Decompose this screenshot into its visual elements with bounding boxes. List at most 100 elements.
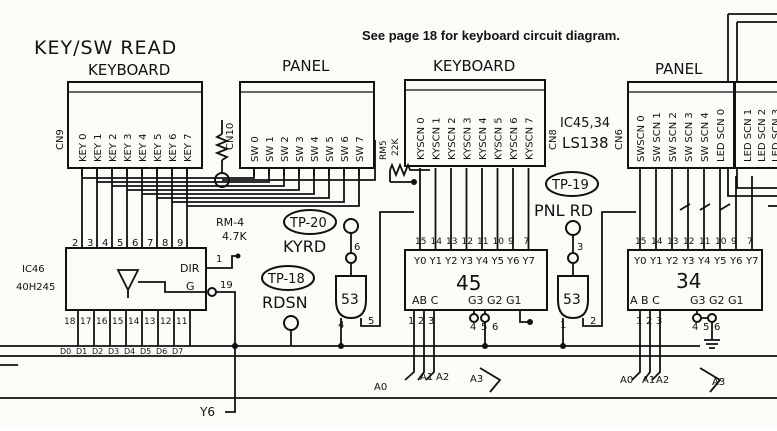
connector-group-label-keyboard-2: KEYBOARD [433,57,515,75]
ic45-number: 45 [456,271,481,295]
bus-label-a2-b: A2 [656,375,669,386]
decoder-select-pin-number: 2 [418,316,424,327]
connector-pin-label: KYSCN 1 [432,117,443,160]
page-reference-note: See page 18 for keyboard circuit diagram… [362,28,620,43]
connector-pin-label: KEY 0 [78,133,89,162]
decoder-output-label: Y0 [633,256,646,267]
decoder-select-pin-number: 1 [408,316,414,327]
test-point-signal: PNL RD [534,201,593,220]
data-line-label: D5 [140,347,151,356]
ic46-top-pin-number: 3 [87,238,93,249]
ic46-ref: IC46 [22,264,45,275]
connector-pin-label: SW 1 [265,136,276,162]
connector-led-scan [734,81,777,169]
bus-label-a0: A0 [374,382,387,393]
connector-pin-label: KYSCN 0 [416,117,427,160]
decoder-top-pin-number: 13 [667,237,678,247]
ic46-top-pin-number: 9 [177,238,183,249]
decoder-output-label: Y1 [649,256,662,267]
test-point-label: TP-19 [551,178,589,193]
decoder-top-pin-number: 14 [431,237,443,247]
y6-label: Y6 [199,405,215,419]
connector-group-label-panel-1: PANEL [282,57,330,75]
data-line-label: D6 [156,347,167,356]
gate-number: 53 [563,292,581,308]
ic46-bottom-pin-number: 18 [64,317,76,327]
decoder-top-pin-number: 14 [651,237,663,247]
ic46-bottom-pin-number: 14 [128,317,140,327]
connector-pin-label: SW 4 [310,136,321,162]
decoder-select-pin-number: 3 [428,316,434,327]
ic46-bottom-pin-number: 11 [176,317,187,327]
ic46-top-pin-number: 2 [72,238,78,249]
decoder-enable-pin-number: 5 [703,322,709,333]
connector-pin-label: SW SCN 4 [700,112,711,162]
decoder-top-pin-number: 12 [462,237,473,247]
ic46-g-pin: 19 [220,280,233,291]
data-line-label: D1 [76,347,87,356]
connector-pin-label: SW SCN 1 [652,112,663,162]
decoder-output-label: Y7 [745,256,758,267]
ic46-part: 40H245 [16,282,55,293]
connector-pin-label: LED SCN 0 [716,109,727,162]
decoder-output-label: Y2 [665,256,678,267]
decoder-output-label: Y3 [460,256,473,267]
decoder-output-label: Y6 [506,256,519,267]
connector-pin-label: SW 6 [340,136,351,162]
ic46-top-pin-number: 7 [147,238,153,249]
decoder-top-pin-number: 11 [477,237,488,247]
gate-in-pin-b: 2 [590,316,596,327]
ic-ref-label: IC45,34 [560,116,610,131]
connector-cn-label: CN10 [225,123,236,150]
connector-pin-label: KYSCN 5 [494,117,505,160]
decoder-output-label: Y3 [681,256,694,267]
bus-label-a3-b: A3 [712,377,725,388]
test-point-signal: RDSN [262,293,308,312]
connector-pin-label: KYSCN 6 [509,117,520,160]
connector-pin-label: SW SCN 2 [668,112,679,162]
test-point-label: TP-20 [289,216,327,231]
ic46-top-pin-number: 8 [162,238,168,249]
connector-pin-label: KYSCN 4 [478,117,489,160]
bus-label-a3: A3 [470,374,483,385]
gate-in-pin-b: 5 [368,316,374,327]
decoder-top-pin-number: 11 [699,237,710,247]
bus-label-a1-b: A1 [642,375,655,386]
ic46-bottom-pin-number: 13 [144,317,155,327]
decoder-output-label: Y4 [475,256,488,267]
connector-pin-label: KEY 6 [168,133,179,162]
ic-part-label: LS138 [562,134,609,152]
ic45-decoder: 45 AB C G3 G2 G1 [404,249,548,311]
gate-out-pin: 6 [354,242,360,253]
ic46-g-label: G [186,280,195,293]
connector-pin-label: SW SCN 3 [684,112,695,162]
ic46-bottom-pin-number: 12 [160,317,171,327]
bus-label-a0-b: A0 [620,375,633,386]
connector-pin-label: SW 3 [295,136,306,162]
ic34-number: 34 [676,269,701,293]
decoder-output-label: Y1 [429,256,442,267]
decoder-output-label: Y4 [697,256,710,267]
nand-gate-1: 53 6 4 5 [335,211,414,346]
connector-pin-label: KEY 2 [108,133,119,162]
decoder-top-pin-number: 10 [493,237,505,247]
decoder-top-pin-number: 9 [731,237,737,247]
decoder-top-pin-number: 10 [715,237,727,247]
test-point-tp19: TP-19 PNL RD [534,171,599,220]
connector-pin-label: LED SCN 2 [757,109,768,162]
decoder-top-pin-number: 12 [683,237,694,247]
connector-cn-label: CN8 [548,129,559,150]
data-line-label: D4 [124,347,135,356]
bus-label-a2: A2 [436,372,449,383]
connector-pin-label: SWSCN 0 [636,115,647,162]
decoder-enable-pin-number: 4 [470,322,476,333]
resistor-ref: RM5 [379,140,389,160]
data-line-label: D2 [92,347,103,356]
test-point-tp18: TP-18 RDSN [261,265,315,346]
ic46-bottom-pin-number: 15 [112,317,123,327]
decoder-top-pin-number: 7 [524,237,530,247]
nand-gate-2: 53 3 1 2 [557,211,636,346]
decoder-top-pin-number: 9 [508,237,514,247]
connector-pin-label: SW 5 [325,136,336,162]
connector-cn-label: CN6 [614,129,625,150]
